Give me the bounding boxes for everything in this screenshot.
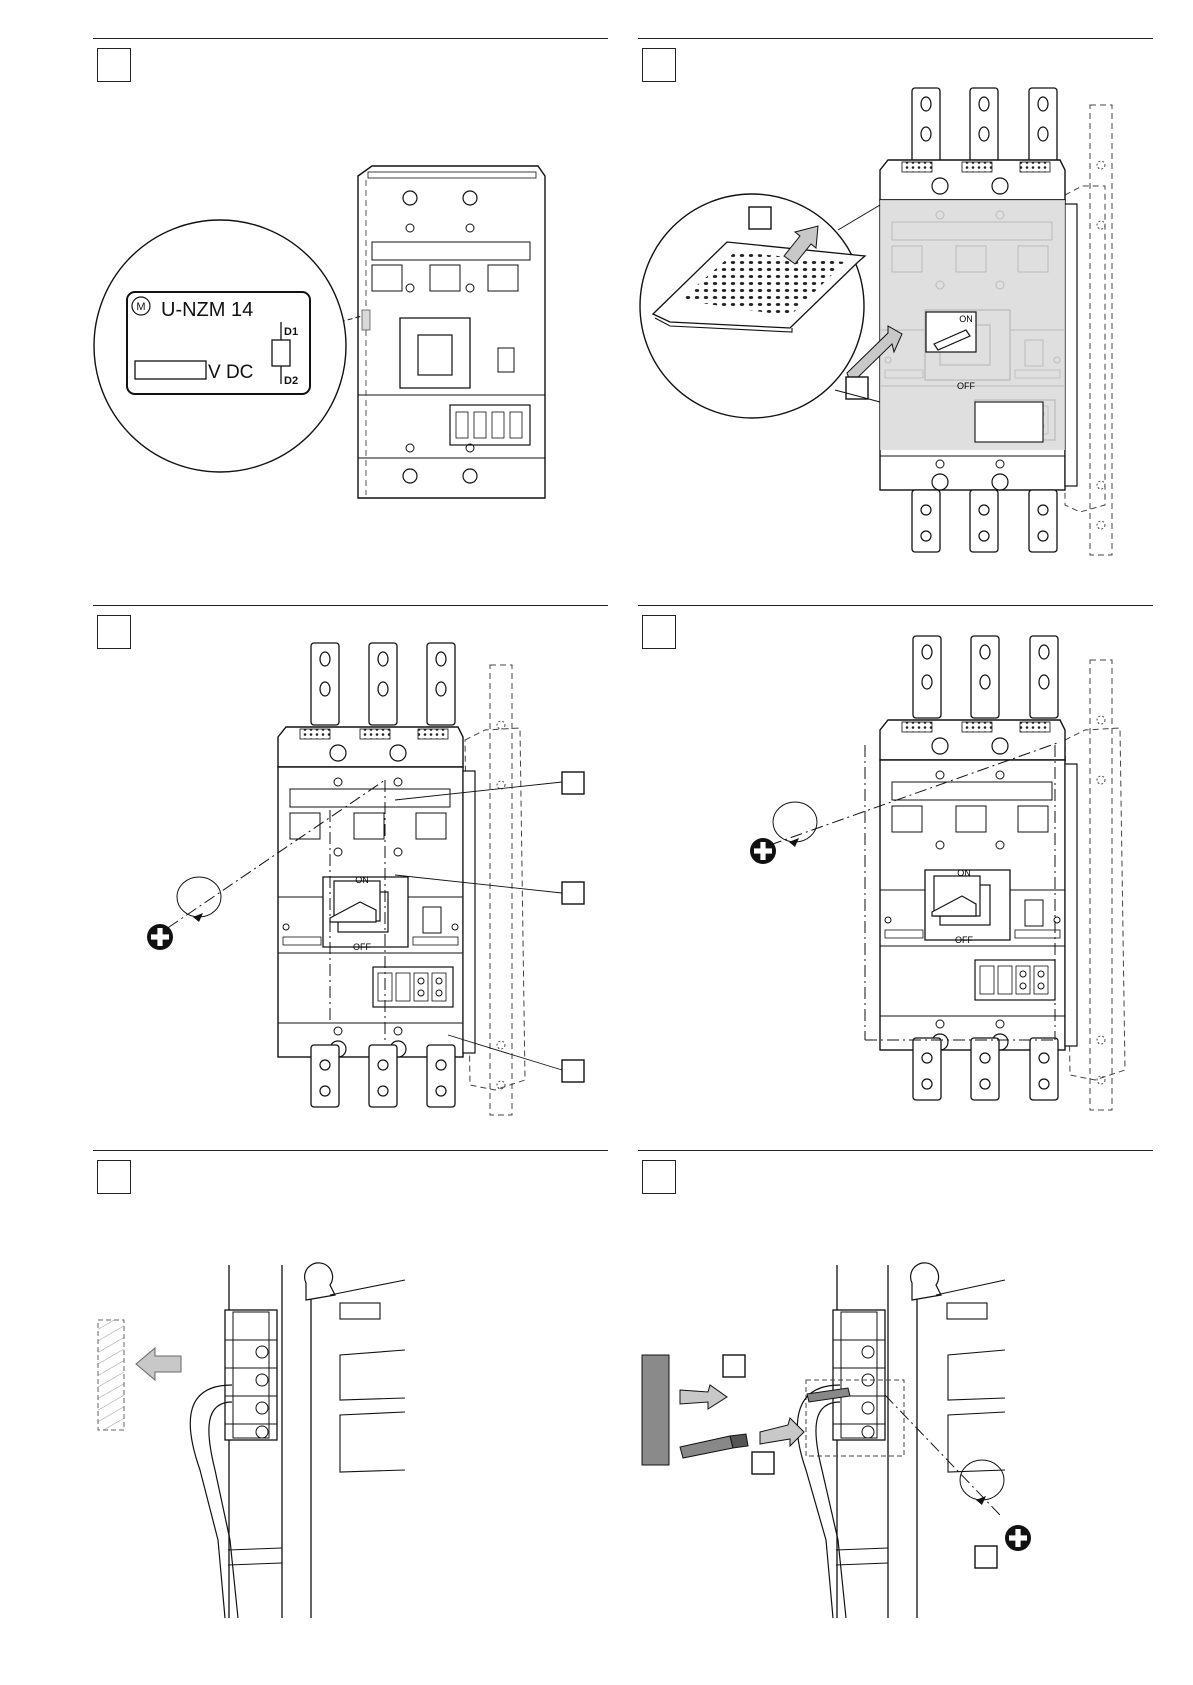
panel-3-breaker: ON OFF: [278, 727, 475, 1057]
push-arrow-icon: [680, 1385, 727, 1409]
callout-box-pin: [752, 1452, 774, 1474]
on-label: ON: [959, 314, 973, 324]
push-arrow-icon: [136, 1348, 181, 1380]
off-label: OFF: [955, 935, 973, 945]
panel-4-busbars-bottom: [913, 1038, 1058, 1100]
off-label: OFF: [957, 381, 975, 391]
callout-box-c: [562, 1060, 584, 1082]
on-label: ON: [957, 868, 971, 878]
panel-2-magnifier: [640, 194, 880, 418]
callout-box-screw: [975, 1546, 997, 1568]
panel-6-detail: [642, 1263, 1031, 1618]
panel-4-breaker: ON OFF: [880, 720, 1077, 1050]
panel-3-busbars-top: [311, 643, 455, 725]
on-label: ON: [355, 875, 369, 885]
label-voltage-unit: V DC: [208, 362, 253, 383]
panel-4-busbars-top: [913, 636, 1058, 718]
callout-box-cover: [723, 1355, 745, 1377]
callout-box-b: [562, 882, 584, 904]
cover-plate: [642, 1355, 669, 1465]
panel-5-detail: [98, 1263, 405, 1618]
callout-box-grille: [749, 207, 771, 229]
label-model: U-NZM 14: [161, 299, 253, 321]
off-label: OFF: [353, 942, 371, 952]
terminal-d2: D2: [284, 375, 298, 387]
panel-1-magnifier: M U-NZM 14 D1 D2 V DC: [94, 220, 346, 472]
phillips-screwdriver-icon: [750, 838, 776, 864]
panel-2-breaker: ON OFF: [880, 160, 1077, 490]
phillips-screwdriver-icon: [147, 924, 173, 950]
phillips-screwdriver-icon: [1005, 1525, 1031, 1551]
rotation-arrow-icon: [773, 802, 817, 847]
panel-3-busbars-bottom: [311, 1045, 455, 1107]
panel-1-base-plate: [358, 166, 545, 498]
terminal-d1: D1: [284, 326, 298, 338]
callout-box-a: [562, 772, 584, 794]
brand-logo: M: [136, 301, 145, 313]
panel-2-busbars-top: [912, 88, 1057, 170]
rotation-arrow-icon: [177, 877, 221, 922]
panel-2-busbars-bottom: [912, 490, 1057, 552]
